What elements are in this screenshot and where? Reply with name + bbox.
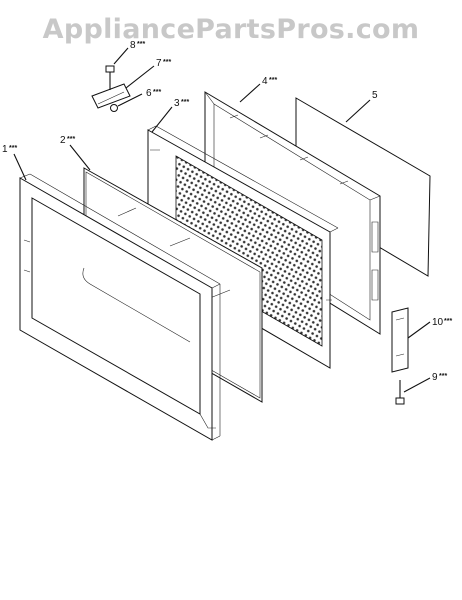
watermark: AppliancePartsPros.com [42, 14, 420, 45]
svg-text:***: *** [67, 136, 75, 143]
svg-text:***: *** [269, 77, 277, 84]
part-10-bracket [391, 307, 409, 373]
part-9-screw [395, 380, 405, 405]
svg-text:***: *** [444, 318, 452, 325]
callout-6: 6 *** [146, 88, 161, 99]
callout-3: 3 *** [174, 98, 189, 109]
svg-text:8: 8 [130, 40, 136, 51]
callout-1: 1 *** [2, 144, 17, 155]
leader-lines [13, 47, 431, 393]
part-1-door-frame [19, 173, 221, 441]
svg-text:10: 10 [432, 317, 444, 328]
svg-text:***: *** [137, 41, 145, 48]
part-6-nut [110, 104, 118, 112]
svg-text:6: 6 [146, 88, 152, 99]
callout-10: 10 *** [432, 317, 452, 328]
part-3-mesh-panel [147, 125, 339, 369]
svg-text:3: 3 [174, 98, 180, 109]
callout-5: 5 [372, 90, 378, 101]
svg-text:5: 5 [372, 90, 378, 101]
svg-text:9: 9 [432, 372, 438, 383]
svg-text:***: *** [9, 145, 17, 152]
callout-7: 7 *** [156, 58, 171, 69]
callout-8: 8 *** [130, 40, 145, 51]
svg-text:***: *** [439, 373, 447, 380]
svg-text:***: *** [163, 59, 171, 66]
callout-2: 2 *** [60, 135, 75, 146]
callout-4: 4 *** [262, 76, 277, 87]
svg-text:2: 2 [60, 135, 66, 146]
svg-text:7: 7 [156, 58, 162, 69]
svg-text:4: 4 [262, 76, 268, 87]
svg-text:1: 1 [2, 144, 8, 155]
svg-text:***: *** [153, 89, 161, 96]
svg-text:***: *** [181, 99, 189, 106]
part-7-bracket [91, 83, 131, 109]
part-8-screw [105, 65, 115, 90]
callout-9: 9 *** [432, 372, 447, 383]
